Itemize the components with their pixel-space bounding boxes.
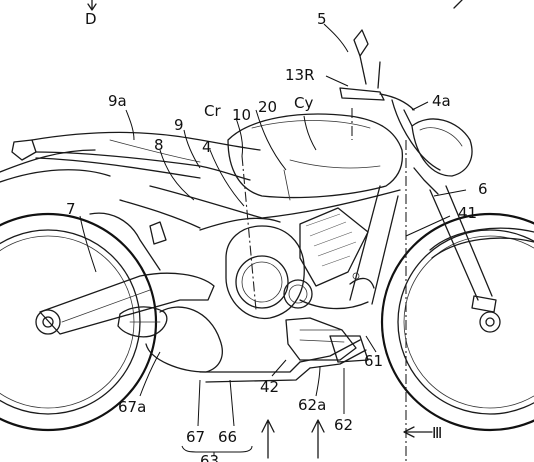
front-end: [403, 109, 497, 313]
swingarm: [39, 212, 215, 335]
label-bracket-63: [181, 445, 253, 456]
leader-lines: [79, 23, 467, 427]
label-Cr: Cr: [204, 102, 221, 120]
label-20: 20: [258, 98, 277, 116]
direction-arrows: [87, 0, 463, 459]
label-61: 61: [364, 352, 383, 370]
front-fender: [429, 227, 534, 259]
frame: [119, 185, 401, 305]
rear-tail: [0, 149, 111, 183]
label-67: 67: [186, 428, 205, 446]
fuel-tank: [227, 113, 404, 201]
label-D: D: [85, 10, 97, 28]
label-III: Ⅲ: [432, 424, 442, 442]
label-Cy: Cy: [294, 94, 313, 112]
reference-lines: [241, 108, 407, 462]
label-42: 42: [260, 378, 279, 396]
label-13R: 13R: [285, 66, 315, 84]
label-62: 62: [334, 416, 353, 434]
label-8: 8: [154, 136, 164, 154]
label-66: 66: [218, 428, 237, 446]
reference-labels: D 5 13R 9a Cr 10 20 Cy 4a 9 8 4 6 41 7 6…: [66, 10, 488, 462]
label-63: 63: [200, 452, 219, 462]
label-5: 5: [317, 10, 327, 28]
label-62a: 62a: [298, 396, 326, 414]
label-67a: 67a: [118, 398, 146, 416]
handlebar: [339, 29, 441, 171]
label-7: 7: [66, 200, 76, 218]
front-wheel: [380, 212, 534, 432]
exhaust-system: [117, 306, 369, 383]
label-10: 10: [232, 106, 251, 124]
label-4a: 4a: [432, 92, 451, 110]
label-41: 41: [458, 204, 477, 222]
label-6: 6: [478, 180, 488, 198]
label-4: 4: [202, 138, 212, 156]
label-9: 9: [174, 116, 184, 134]
seat-and-tail: [11, 131, 261, 181]
engine: [225, 207, 375, 361]
label-9a: 9a: [108, 92, 127, 110]
